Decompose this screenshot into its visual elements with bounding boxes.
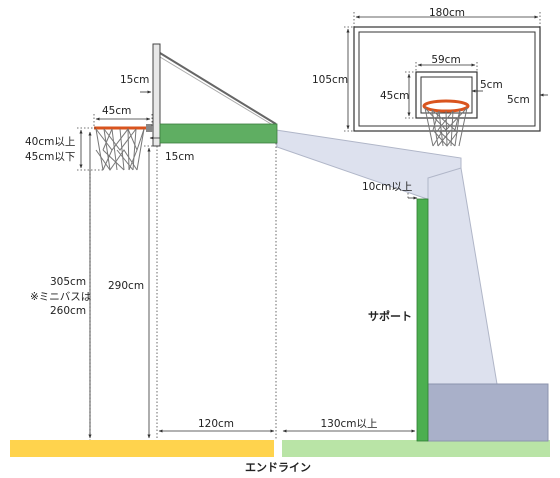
rim-height-label-2: ※ミニバスは — [30, 291, 91, 303]
support-padding — [416, 198, 429, 442]
board-width-label: 180cm — [429, 7, 465, 19]
rim-height-label-1: 305cm — [50, 276, 86, 288]
board-to-endline-label: 120cm — [198, 418, 234, 430]
endline-label: エンドライン — [245, 461, 311, 474]
net-front — [424, 107, 468, 147]
support-base — [427, 383, 549, 442]
inner-height-label: 45cm — [380, 90, 409, 102]
support-column — [427, 167, 498, 385]
ring-diameter-label: 45cm — [102, 105, 131, 117]
board-edge-offset-label: 5cm — [507, 94, 530, 106]
padding-clearance-label: 10cm以上 — [362, 181, 412, 193]
board-height-label: 105cm — [312, 74, 348, 86]
ring-to-board-label: 15cm — [165, 151, 194, 163]
backboard-side — [152, 43, 161, 147]
support-to-endline-label: 130cm以上 — [320, 418, 377, 430]
inner-offset-label: 5cm — [480, 79, 503, 91]
inner-width-label: 59cm — [431, 54, 460, 66]
net-side — [95, 128, 145, 171]
support-label: サポート — [368, 309, 412, 323]
out-of-court-floor — [282, 440, 550, 457]
board-bottom-height-label: 290cm — [108, 280, 144, 292]
arm-padding — [159, 123, 278, 144]
rim-height-label-3: 260cm — [50, 305, 86, 317]
board-thickness-label: 15cm — [120, 74, 149, 86]
court-floor — [10, 440, 274, 457]
board-brace — [159, 52, 277, 125]
net-length-label-1: 40cm以上 — [25, 136, 75, 148]
net-length-label-2: 45cm以下 — [25, 151, 75, 163]
